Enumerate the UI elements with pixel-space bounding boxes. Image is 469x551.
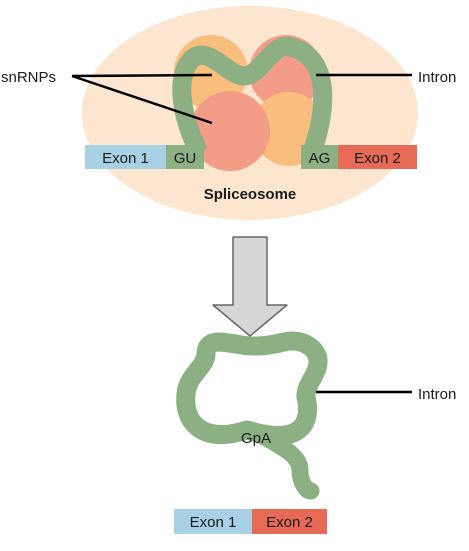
ag-site-box xyxy=(301,145,338,169)
snrnps-pointer-b xyxy=(71,74,213,125)
exon1-box-bottom xyxy=(174,509,252,534)
gu-site-box xyxy=(166,145,204,169)
exon2-label-bottom: Exon 2 xyxy=(266,514,313,531)
intron-label-top: Intron xyxy=(418,69,456,86)
spliceosome-label: Spliceosome xyxy=(204,186,297,203)
intron-label-bottom: Intron xyxy=(418,386,456,403)
intron-loop-top xyxy=(172,36,333,157)
exon1-label-bottom: Exon 1 xyxy=(190,514,237,531)
snrnps-label: snRNPs xyxy=(1,69,56,86)
intron-lariat xyxy=(176,331,328,445)
snrnps-pointer-a xyxy=(71,73,213,78)
gu-label: GU xyxy=(174,150,197,167)
snrnp-bottom-left xyxy=(190,91,270,171)
exon2-box-top xyxy=(338,145,417,169)
exon1-label-top: Exon 1 xyxy=(102,150,149,167)
gpa-label: GpA xyxy=(241,430,271,447)
exon1-box-top xyxy=(85,145,166,169)
lariat-tail xyxy=(250,425,320,500)
exon2-label-top: Exon 2 xyxy=(354,150,401,167)
ag-label: AG xyxy=(309,150,331,167)
exon2-box-bottom xyxy=(252,509,327,534)
process-arrow xyxy=(212,236,288,337)
